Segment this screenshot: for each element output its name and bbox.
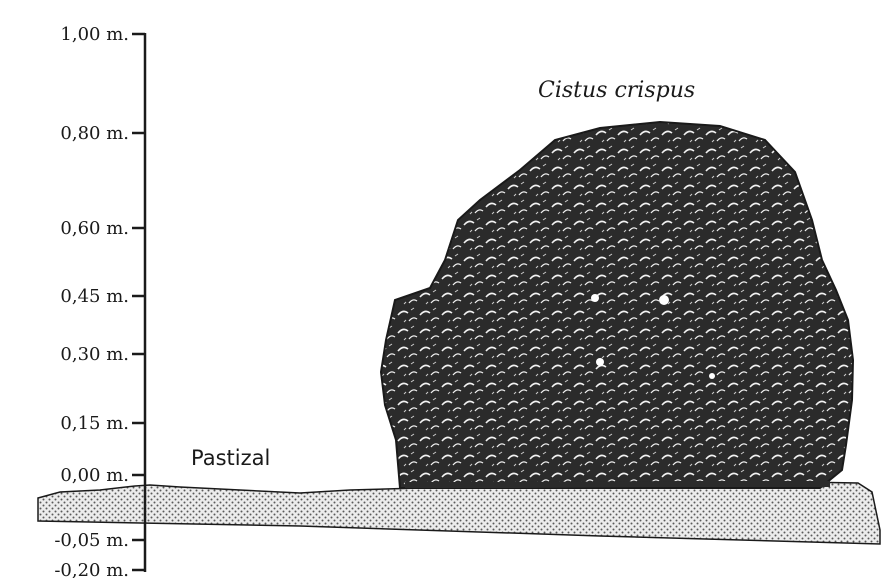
- cistus-crispus-shrub: [381, 122, 853, 488]
- scale-tick-label: -0,05 m.: [54, 530, 129, 551]
- scale-tick-label: 0,80 m.: [60, 123, 129, 144]
- scale-tick-label: 0,45 m.: [60, 286, 129, 307]
- scale-tick-label: 0,00 m.: [60, 465, 129, 486]
- species-label: Cistus crispus: [538, 78, 695, 103]
- scale-tick-label: 0,15 m.: [60, 413, 129, 434]
- scale-tick-label: 1,00 m.: [60, 24, 129, 45]
- scale-tick-label: 0,60 m.: [60, 218, 129, 239]
- scale-tick-label: -0,20 m.: [54, 560, 129, 578]
- ground-strip: [38, 482, 880, 544]
- ground-label: Pastizal: [191, 446, 270, 470]
- scale-tick-label: 0,30 m.: [60, 344, 129, 365]
